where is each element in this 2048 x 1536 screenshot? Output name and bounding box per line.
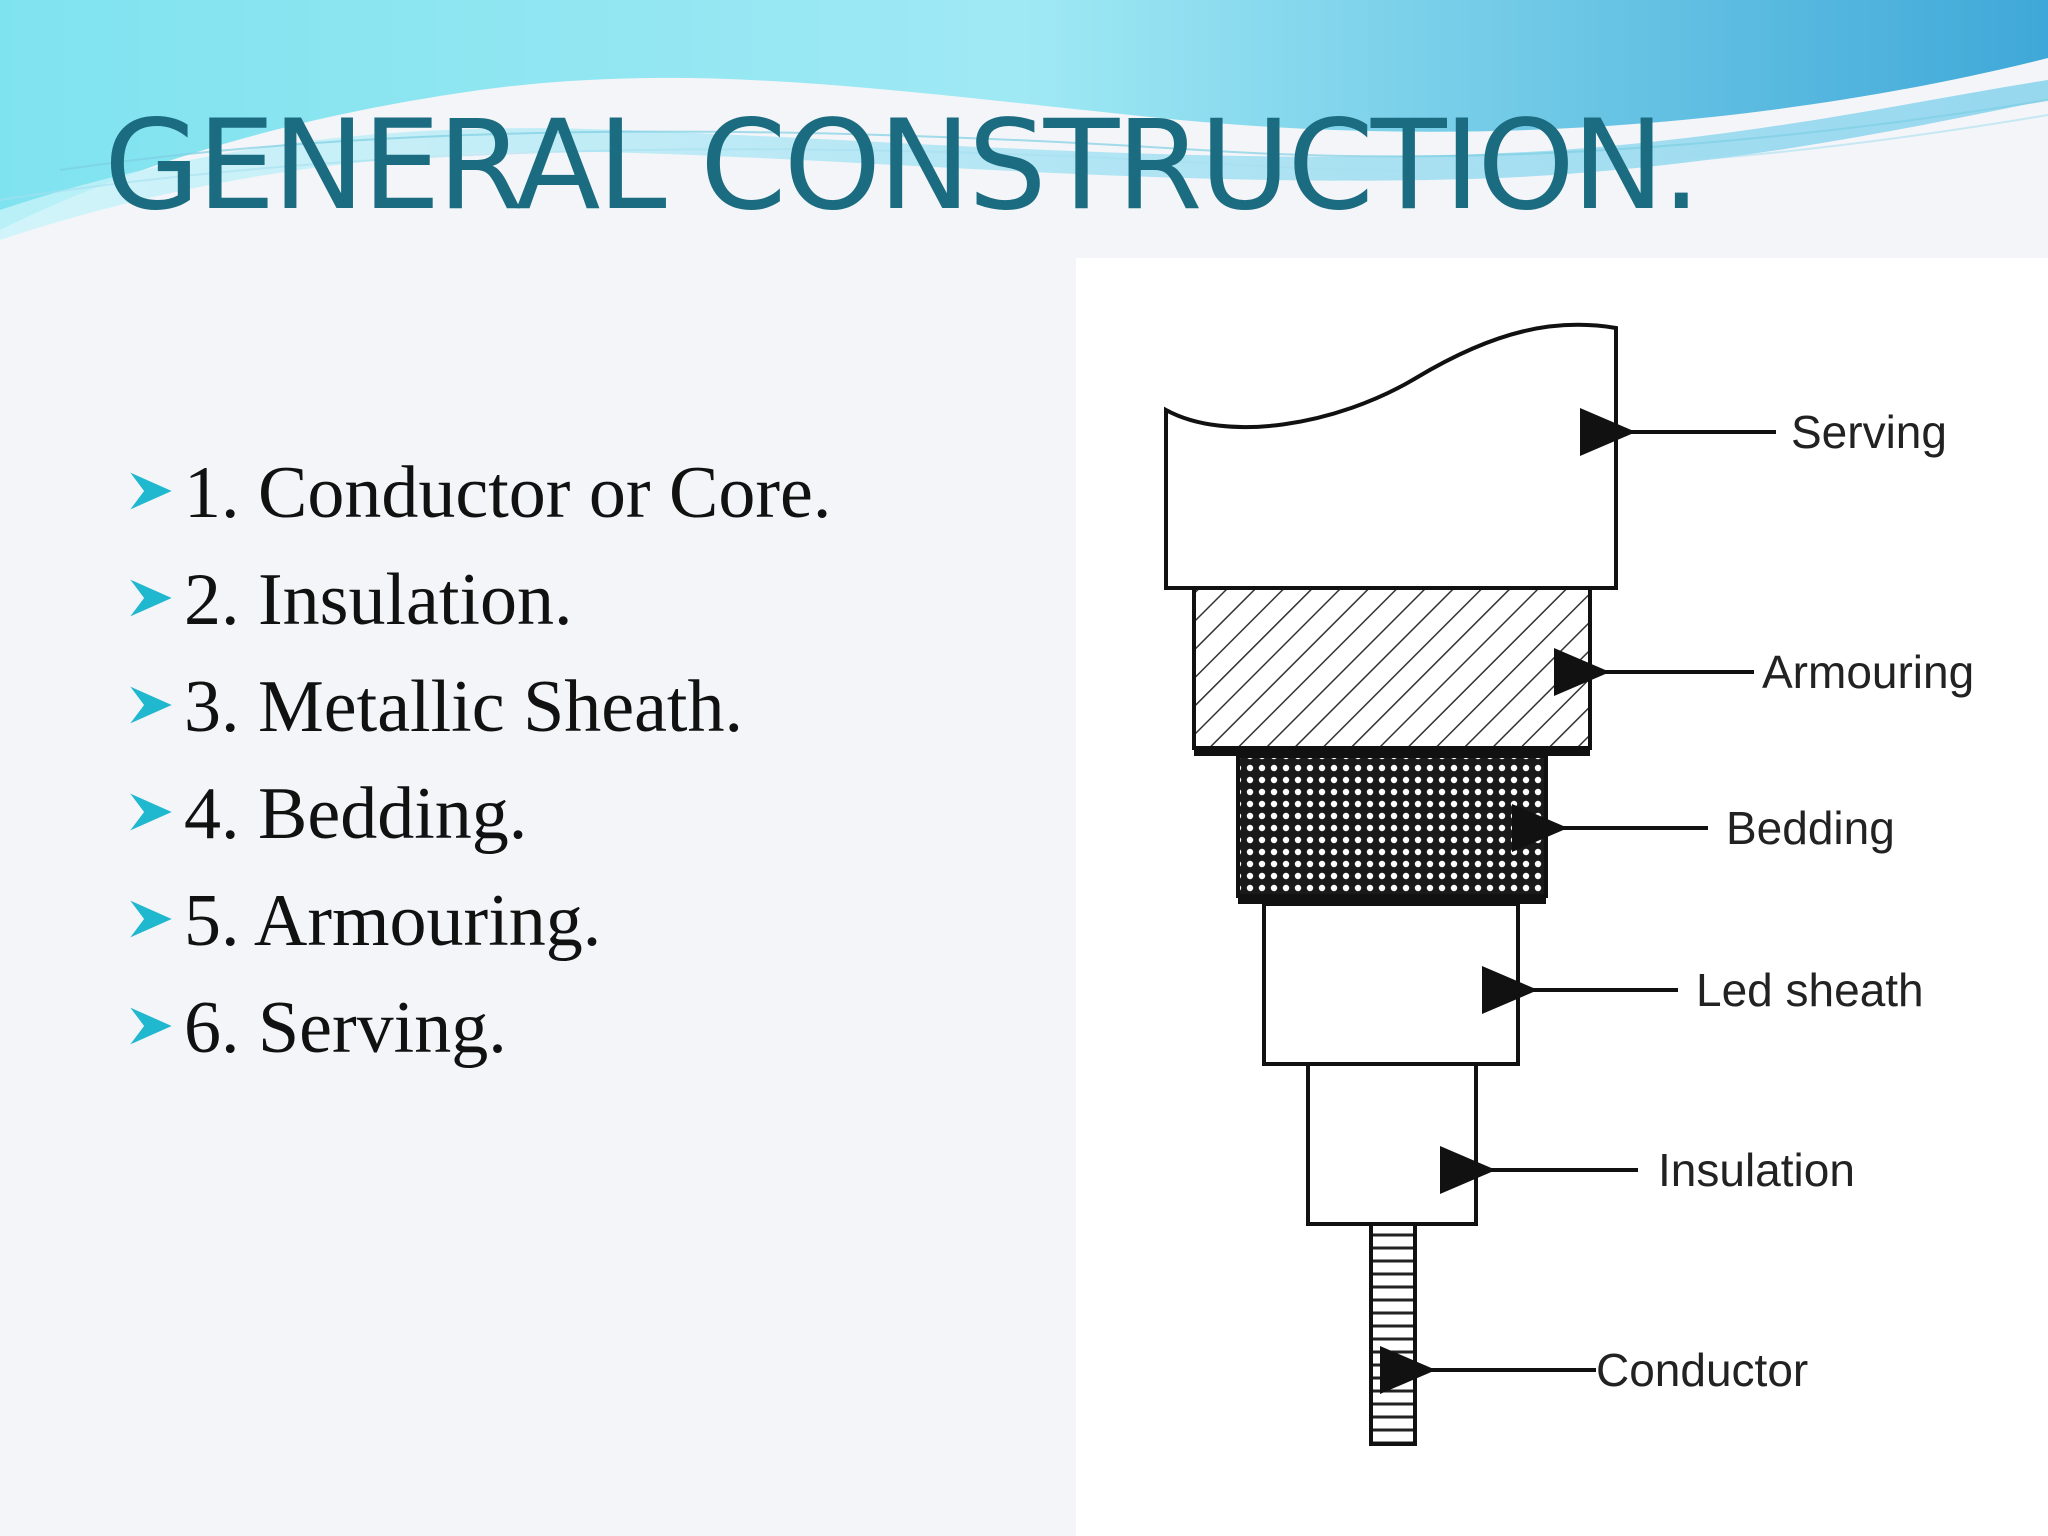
label-conductor-group: Conductor bbox=[1380, 1344, 1808, 1396]
label-serving: Serving bbox=[1791, 406, 1947, 458]
bullet-list: 1. Conductor or Core. 2. Insulation. 3. … bbox=[128, 452, 831, 1094]
arrowhead-bullet-icon bbox=[130, 579, 172, 617]
bullet-item: 5. Armouring. bbox=[128, 880, 831, 987]
bedding-base-band bbox=[1238, 894, 1546, 904]
arrowhead-bullet-icon bbox=[130, 900, 172, 938]
slide-title: GENERAL CONSTRUCTION. bbox=[104, 94, 1701, 238]
label-armouring-group: Armouring bbox=[1554, 646, 1974, 698]
bullet-text: 6. Serving. bbox=[184, 987, 507, 1069]
armouring-base-band bbox=[1194, 746, 1590, 756]
label-bedding-group: Bedding bbox=[1512, 802, 1895, 854]
arrowhead-bullet-icon bbox=[130, 686, 172, 724]
bedding-layer bbox=[1236, 754, 1548, 898]
bullet-item: 3. Metallic Sheath. bbox=[128, 666, 831, 773]
label-led-sheath-group: Led sheath bbox=[1482, 964, 1924, 1016]
bullet-text: 5. Armouring. bbox=[184, 880, 602, 962]
conductor-core bbox=[1369, 1222, 1417, 1446]
bullet-item: 2. Insulation. bbox=[128, 559, 831, 666]
bullet-item: 6. Serving. bbox=[128, 987, 831, 1094]
bullet-text: 4. Bedding. bbox=[184, 773, 528, 855]
arrowhead-bullet-icon bbox=[130, 1007, 172, 1045]
cable-cross-section-figure: Serving Armouring Bedding Led sheath Ins… bbox=[1164, 322, 1974, 1446]
label-serving-group: Serving bbox=[1580, 406, 1947, 458]
cable-construction-diagram: Serving Armouring Bedding Led sheath Ins… bbox=[1076, 258, 2048, 1536]
label-conductor: Conductor bbox=[1596, 1344, 1808, 1396]
label-led-sheath: Led sheath bbox=[1696, 964, 1924, 1016]
label-insulation-group: Insulation bbox=[1440, 1144, 1855, 1196]
lead-sheath-layer bbox=[1262, 902, 1520, 1066]
bullet-item: 4. Bedding. bbox=[128, 773, 831, 880]
label-bedding: Bedding bbox=[1726, 802, 1895, 854]
bullet-text: 2. Insulation. bbox=[184, 559, 573, 641]
serving-layer bbox=[1164, 322, 1618, 590]
label-armouring: Armouring bbox=[1762, 646, 1974, 698]
bullet-text: 3. Metallic Sheath. bbox=[184, 666, 743, 748]
armouring-layer bbox=[1192, 586, 1592, 750]
insulation-layer bbox=[1306, 1062, 1478, 1226]
bullet-item: 1. Conductor or Core. bbox=[128, 452, 831, 559]
label-insulation: Insulation bbox=[1658, 1144, 1855, 1196]
arrowhead-bullet-icon bbox=[130, 793, 172, 831]
arrowhead-bullet-icon bbox=[130, 472, 172, 510]
bullet-text: 1. Conductor or Core. bbox=[184, 452, 832, 534]
header-wave-decoration bbox=[0, 0, 2048, 260]
